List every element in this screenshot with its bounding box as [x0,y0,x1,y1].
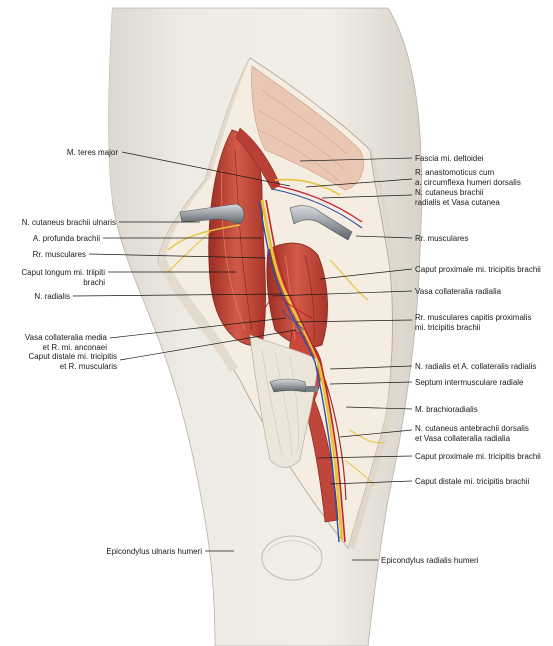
label-rr-capitis-1: Rr. musculares capitis proximalis [415,313,531,322]
label-septum-intermusculare: Septum intermusculare radiale [415,378,524,387]
teres-major [235,127,281,191]
label-vasa-collateralia-radialia: Vasa collateralia radialia [415,287,502,296]
triceps-tendon [249,334,319,468]
artery-main [265,199,346,543]
label-r-anastomoticus-2: a. circumflexa humeri dorsalis [415,178,521,187]
label-n-cutaneus-antebrachii-2: et Vasa collateralia radialia [415,434,511,443]
deltoid-fascia [251,65,364,191]
surgical-retractors [179,203,353,393]
label-teres-major: M. teres major [67,148,118,157]
label-n-cutaneus-brachii-ulnaris: N. cutaneus brachii ulnaris [22,218,116,227]
label-n-cutaneus-brachii-radialis-1: N. cutaneus brachii [415,188,484,197]
brachioradialis-strip [301,389,339,523]
label-r-anastomoticus-1: R. anastomoticus cum [415,168,494,177]
radial-nerve [260,199,344,541]
label-n-cutaneus-antebrachii-1: N. cutaneus antebrachii dorsalis [415,424,529,433]
labels-right: Fascia mi. deltoidei R. anastomoticus cu… [381,154,541,565]
label-epicondylus-radialis: Epicondylus radialis humeri [381,556,479,565]
label-caput-distale-left-2: et R. muscularis [60,362,117,371]
label-caput-proximale-1: Caput proximale mi. tricipitis brachii [415,265,541,274]
labels-left: M. teres major N. cutaneus brachii ulnar… [21,148,202,556]
elbow-olecranon [261,535,323,581]
vein-main [258,201,340,543]
label-vasa-media-1: Vasa collateralia media [25,333,108,342]
label-rr-musculares-right: Rr. musculares [415,234,468,243]
label-fascia-deltoidei: Fascia mi. deltoidei [415,154,484,163]
label-epicondylus-ulnaris: Epicondylus ulnaris humeri [106,547,202,556]
label-caput-distale-left-1: Caput distale mi. tricipitis [29,352,117,361]
label-caput-distale-right: Caput distale mi. tricipitis brachii [415,477,529,486]
label-a-profunda-brachii: A. profunda brachii [33,234,100,243]
label-caput-longum-2: brachi [83,278,105,287]
label-n-cutaneus-brachii-radialis-2: radialis et Vasa cutanea [415,198,500,207]
label-n-radialis-a-collateralis: N. radialis et A. collateralis radialis [415,362,536,371]
label-rr-musculares-left: Rr. musculares [33,250,86,259]
label-brachioradialis: M. brachioradialis [415,405,478,414]
label-rr-capitis-2: mi. tricipitis brachii [415,323,481,332]
retractor-left [179,203,245,225]
label-vasa-media-2: et R. mi. anconaei [43,343,108,352]
retractor-right [289,205,353,241]
retractor-bottom [269,378,307,393]
neurovascular-bundle [167,178,386,543]
leader-lines [72,151,413,561]
label-caput-longum-1: Caput longum mi. triipiti [21,268,105,277]
label-n-radialis-left: N. radialis [34,292,70,301]
label-caput-proximale-2: Caput proximale mi. tricipitis brachii [415,452,541,461]
